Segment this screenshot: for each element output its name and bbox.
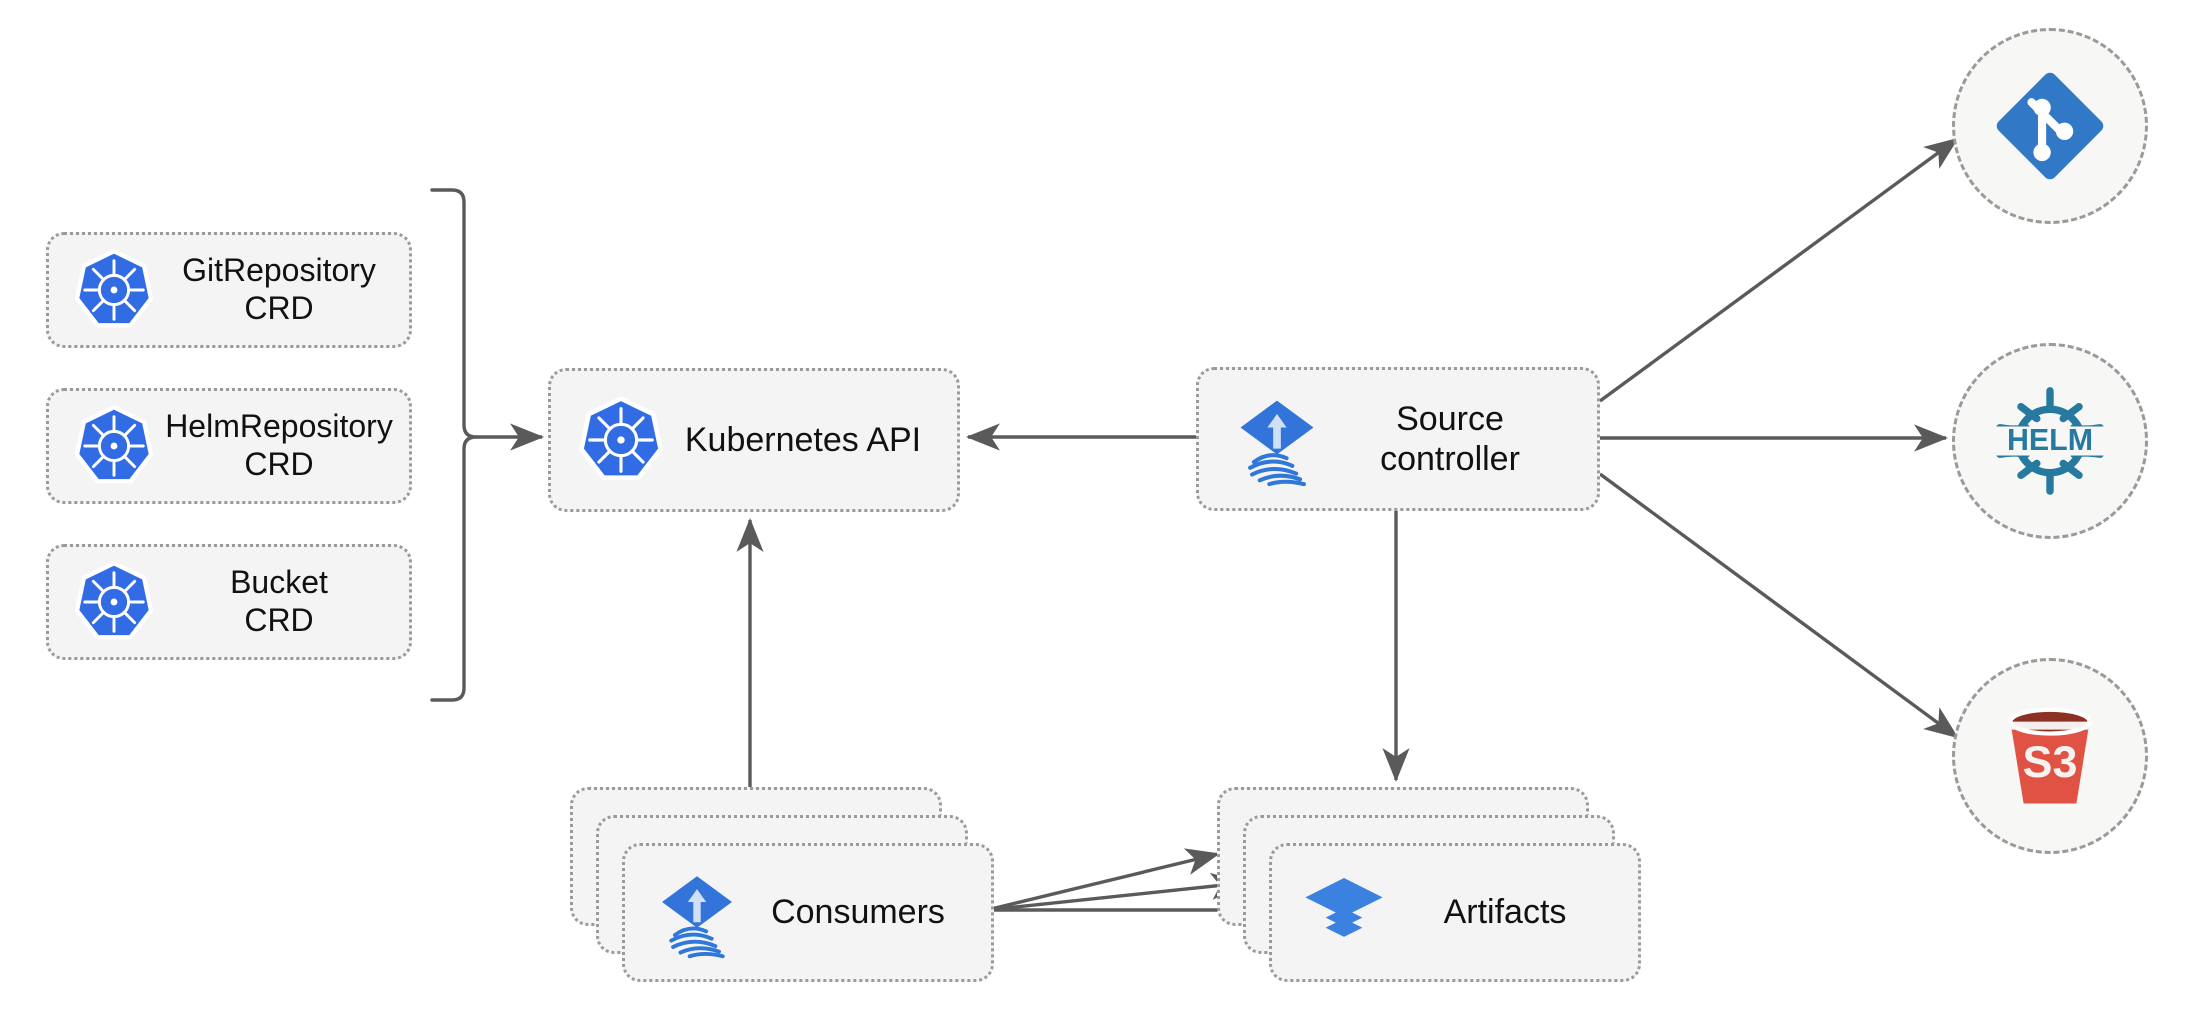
node-label: Consumers — [771, 893, 945, 931]
consumers-sheet-front[interactable]: Consumers — [622, 843, 994, 982]
node-label: Kubernetes API — [684, 420, 922, 459]
kubernetes-icon — [71, 247, 157, 333]
node-label: GitRepository CRD — [182, 252, 376, 326]
node-label: Bucket CRD — [230, 564, 328, 638]
node-helmrepository-crd[interactable]: HelmRepository CRD — [46, 388, 412, 504]
helm-icon: HELM — [1984, 375, 2116, 507]
node-bucket-crd[interactable]: Bucket CRD — [46, 544, 412, 660]
edge-source-controller-to-git — [1598, 137, 1959, 403]
layers-icon — [1298, 867, 1390, 959]
node-git[interactable] — [1952, 28, 2148, 224]
node-helm[interactable]: HELM — [1952, 343, 2148, 539]
kubernetes-icon — [71, 559, 157, 645]
edge-consumers-to-artifacts-2 — [986, 872, 1246, 912]
git-icon — [1984, 60, 2116, 192]
flux-icon — [651, 867, 743, 959]
kubernetes-icon — [575, 394, 667, 486]
kubernetes-icon — [71, 403, 157, 489]
flux-icon — [1229, 391, 1325, 487]
node-artifacts[interactable]: Artifacts — [1217, 787, 1641, 982]
artifacts-sheet-front[interactable]: Artifacts — [1269, 843, 1641, 982]
node-consumers[interactable]: Consumers — [570, 787, 994, 982]
node-gitrepository-crd[interactable]: GitRepository CRD — [46, 232, 412, 348]
node-kubernetes-api[interactable]: Kubernetes API — [548, 368, 960, 512]
edge-source-controller-to-s3 — [1598, 472, 1959, 739]
helm-logo-text: HELM — [2007, 424, 2093, 457]
node-label: Source controller — [1380, 399, 1520, 478]
node-label: Artifacts — [1443, 893, 1567, 931]
node-source-controller[interactable]: Source controller — [1196, 367, 1600, 511]
node-label: HelmRepository CRD — [165, 408, 393, 482]
edge-consumers-to-artifacts-1 — [986, 848, 1220, 912]
node-s3[interactable]: S3 — [1952, 658, 2148, 854]
s3-logo-text: S3 — [2023, 736, 2078, 787]
s3-icon: S3 — [1984, 690, 2116, 822]
crd-group-brace — [430, 188, 478, 702]
